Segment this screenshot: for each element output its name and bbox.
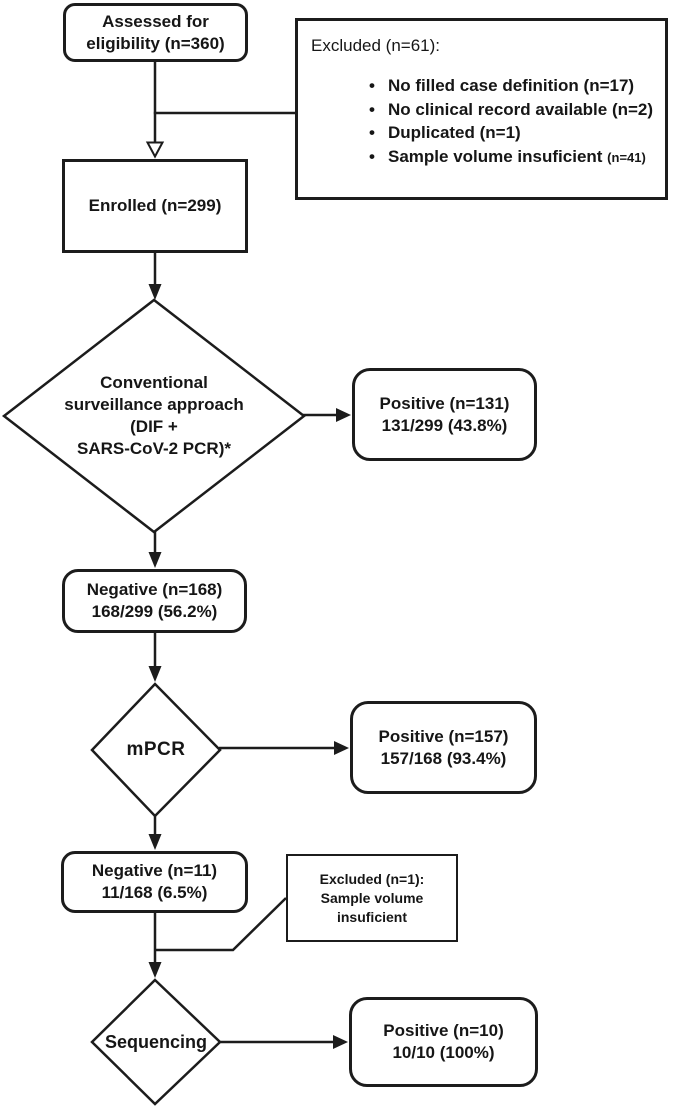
open-arrowhead-into-enrolled <box>145 141 165 159</box>
excluded-top-title: Excluded (n=61): <box>311 36 440 55</box>
positive-sequencing-label: Positive (n=10) 10/10 (100%) <box>383 1021 504 1062</box>
excluded-item-count: (n=41) <box>607 149 646 165</box>
negative-mpcr-label: Negative (n=11) 11/168 (6.5%) <box>91 861 218 902</box>
excluded-item-text: No clinical record available <box>388 99 612 119</box>
excluded-top-list: No filled case definition (n=17) No clin… <box>369 74 655 169</box>
node-positive-mpcr: Positive (n=157) 157/168 (93.4%) <box>350 701 537 794</box>
arrowhead-into-sequencing <box>148 962 162 978</box>
arrowhead-into-mpcr <box>148 666 162 682</box>
node-negative-mpcr: Negative (n=11) 11/168 (6.5%) <box>61 851 248 913</box>
negative-conventional-label: Negative (n=168) 168/299 (56.2%) <box>86 580 223 621</box>
arrowhead-into-conventional <box>148 284 162 300</box>
diamond-sequencing-shape <box>90 978 222 1106</box>
sequencing-diamond-label: Sequencing <box>104 1032 207 1052</box>
excluded-top-item: Sample volume insuficient (n=41) <box>369 145 655 170</box>
positive-conventional-label: Positive (n=131) 131/299 (43.8%) <box>379 393 510 435</box>
excluded-top-item: No filled case definition (n=17) <box>369 74 655 98</box>
node-positive-sequencing: Positive (n=10) 10/10 (100%) <box>349 997 538 1087</box>
node-assessed: Assessed for eligibility (n=360) <box>63 3 248 62</box>
enrolled-label: Enrolled (n=299) <box>88 196 222 215</box>
arrowhead-into-negative-conventional <box>148 552 162 568</box>
arrowhead-into-negative-mpcr <box>148 834 162 850</box>
line-branch-to-excluded-mid <box>155 897 287 952</box>
positive-mpcr-label: Positive (n=157) 157/168 (93.4%) <box>378 726 509 768</box>
conventional-diamond-label: Conventional surveillance approach (DIF … <box>64 373 244 458</box>
excluded-top-item: Duplicated (n=1) <box>369 121 655 145</box>
node-excluded-mid: Excluded (n=1): Sample volume insuficien… <box>286 854 458 942</box>
node-enrolled: Enrolled (n=299) <box>62 159 248 253</box>
node-excluded-top: Excluded (n=61): No filled case definiti… <box>295 18 668 200</box>
mpcr-diamond-label: mPCR <box>126 739 186 760</box>
excluded-item-text: Sample volume insuficient <box>388 146 608 166</box>
excluded-mid-label: Excluded (n=1): Sample volume insuficien… <box>319 870 425 925</box>
excluded-item-count: (n=2) <box>611 99 654 119</box>
excluded-top-item: No clinical record available (n=2) <box>369 98 655 122</box>
assessed-label: Assessed for eligibility (n=360) <box>86 11 225 53</box>
arrowhead-into-positive-sequencing <box>333 1035 348 1049</box>
arrowhead-into-positive-mpcr <box>334 741 349 755</box>
excluded-item-count: (n=1) <box>479 123 521 142</box>
excluded-item-text: No filled case definition <box>388 76 584 95</box>
node-negative-conventional: Negative (n=168) 168/299 (56.2%) <box>62 569 247 633</box>
node-positive-conventional: Positive (n=131) 131/299 (43.8%) <box>352 368 537 461</box>
arrowhead-into-positive-conventional <box>336 408 351 422</box>
excluded-item-count: (n=17) <box>583 76 635 95</box>
excluded-item-text: Duplicated <box>388 123 480 142</box>
